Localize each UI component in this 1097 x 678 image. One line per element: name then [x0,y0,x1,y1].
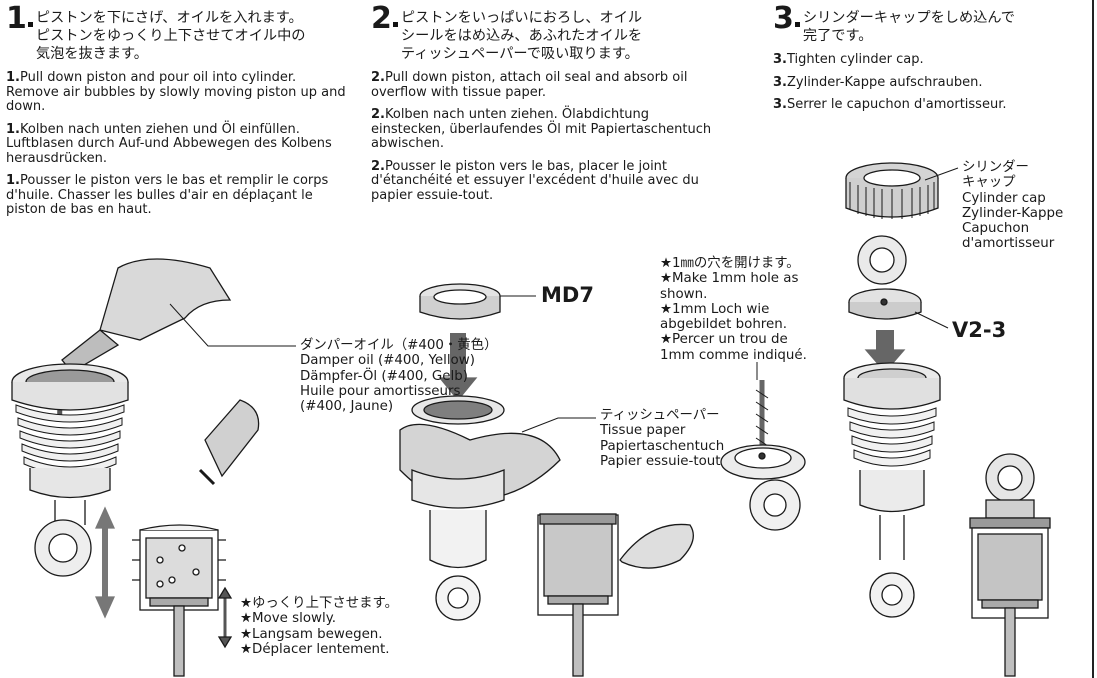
step-1-german: 1.Kolben nach unten ziehen und Öl einfül… [6,121,351,167]
step-1-jp-line-2: ピストンをゆっくり上下させてオイル中の [35,28,306,44]
step-1-jp-line-1: ピストンを下にさげ、オイルを入れます。 [35,10,303,26]
step-3-fr-text: Serrer le capuchon d'amortisseur. [786,97,1007,112]
step-1-en-text: Pull down piston and pour oil into cylin… [6,70,346,114]
part-md7-label: MD7 [541,283,594,307]
step-3-prefix: 3. [773,74,787,90]
tissue-label-de: Papiertaschentuch [600,438,725,454]
cylinder-cap-label: シリンダー キャップ Cylinder cap Zylinder-Kappe C… [962,160,1063,252]
step-2-french: 2.Pousser le piston vers le bas, placer … [371,158,717,204]
v2-3-eyelet-illustration [848,235,949,373]
hole-label-en-1: ★Make 1mm hole as [660,271,799,287]
drill-hole-label: ★1㎜の穴を開けます。 ★Make 1mm hole as shown. ★1m… [660,256,807,363]
step-3-de-text: Zylinder-Kappe aufschrauben. [786,74,983,90]
hole-label-fr-1: ★Percer un trou de [660,332,788,348]
oil-label-en: Damper oil (#400, Yellow) [300,353,475,369]
step-bullet-square [794,22,800,27]
cutaway-shock-illustration-1 [132,399,260,677]
move-label-en: ★Move slowly. [240,611,337,627]
step-2: 2 ピストンをいっぱいにおろし、オイル シールをはめ込み、あふれたオイルを ティ… [371,1,717,204]
step-1-fr-text: Pousser le piston vers le bas et remplir… [6,173,329,217]
step-3-prefix: 3. [773,97,787,112]
step-3-french: 3.Serrer le capuchon d'amortisseur. [773,97,1091,113]
move-slowly-label: ★ゆっくり上下させます。 ★Move slowly. ★Langsam bewe… [240,596,398,657]
move-label-fr: ★Déplacer lentement. [240,641,390,657]
oil-seal-md7-illustration [419,283,536,402]
step-3-jp-line-1: シリンダーキャップをしめ込んで [802,10,1015,26]
hole-label-jp: ★1㎜の穴を開けます。 [660,256,800,271]
part-v2-3-label: V2-3 [952,318,1007,342]
hole-label-fr-2: 1mm comme indiqué. [660,347,807,363]
step-1-japanese: ピストンを下にさげ、オイルを入れます。 ピストンをゆっくり上下させてオイル中の … [36,6,306,63]
tissue-paper-label: ティッシュペーパー Tissue paper Papiertaschentuch… [600,408,724,469]
hole-label-en-2: shown. [660,286,708,302]
step-3-japanese: シリンダーキャップをしめ込んで 完了です。 [803,6,1015,45]
step-2-german: 2.Kolben nach unten ziehen. Ölabdichtung… [371,107,717,152]
step-2-prefix: 2. [371,70,385,85]
step-3-en-text: Tighten cylinder cap. [786,52,924,67]
step-1-number: 1 [6,1,27,36]
step-bullet-square [27,22,33,27]
step-2-number: 2 [371,1,392,36]
page-border [1092,0,1094,678]
oil-label-fr-2: (#400, Jaune) [300,399,394,415]
move-label-jp: ★ゆっくり上下させます。 [240,596,398,611]
cap-label-fr-2: d'amortisseur [962,236,1055,252]
oil-label-fr: Huile pour amortisseurs [300,383,461,399]
step-bullet-square [392,22,398,27]
step-2-japanese: ピストンをいっぱいにおろし、オイル シールをはめ込み、あふれたオイルを ティッシ… [401,6,642,63]
step-3-prefix: 3. [773,52,787,67]
step-3: 3 シリンダーキャップをしめ込んで 完了です。 3.Tighten cylind… [773,1,1091,113]
drill-illustration [720,362,806,531]
step-3-header: 3 シリンダーキャップをしめ込んで 完了です。 [773,1,1091,45]
step-1-english: 1.Pull down piston and pour oil into cyl… [6,70,351,115]
shock-body-illustration-2 [399,395,596,621]
cap-label-en: Cylinder cap [962,190,1046,206]
step-2-de-text: Kolben nach unten ziehen. Ölabdichtung e… [371,107,712,151]
tissue-label-fr: Papier essuie-tout [600,453,721,469]
move-label-de: ★Langsam bewegen. [240,626,383,642]
step-2-en-text: Pull down piston, attach oil seal and ab… [371,70,688,100]
tissue-label-en: Tissue paper [600,423,686,439]
step-3-german: 3.Zylinder-Kappe aufschrauben. [773,74,1091,91]
step-1-french: 1.Pousser le piston vers le bas et rempl… [6,173,351,218]
step-1-header: 1 ピストンを下にさげ、オイルを入れます。 ピストンをゆっくり上下させてオイル中… [6,1,351,63]
step-2-prefix: 2. [371,107,385,122]
step-1-prefix: 1. [6,121,20,137]
step-1-prefix: 1. [6,173,20,188]
step-1: 1 ピストンを下にさげ、オイルを入れます。 ピストンをゆっくり上下させてオイル中… [6,1,351,218]
cap-label-de: Zylinder-Kappe [962,205,1064,221]
hole-label-de-2: abgebildet bohren. [660,317,788,333]
oil-label-jp: ダンパーオイル（#400・黄色） [300,338,498,353]
shock-body-illustration-1 [11,258,232,619]
step-2-jp-line-2: シールをはめ込み、あふれたオイルを [400,28,643,44]
damper-oil-label: ダンパーオイル（#400・黄色） Damper oil (#400, Yello… [300,338,497,414]
step-2-header: 2 ピストンをいっぱいにおろし、オイル シールをはめ込み、あふれたオイルを ティ… [371,1,717,63]
step-1-prefix: 1. [6,70,20,85]
step-2-prefix: 2. [371,158,385,174]
cutaway-shock-illustration-3 [969,453,1051,677]
cap-label-jp-2: キャップ [962,175,1016,191]
step-2-english: 2.Pull down piston, attach oil seal and … [371,70,717,100]
step-2-fr-text: Pousser le piston vers le bas, placer le… [371,158,699,203]
cylinder-cap-illustration [845,162,959,219]
step-1-de-text: Kolben nach unten ziehen und Öl einfülle… [6,121,332,166]
oil-label-de: Dämpfer-Öl (#400, Gelb) [300,368,468,384]
cap-label-jp-1: シリンダー [962,160,1029,175]
step-2-jp-line-1: ピストンをいっぱいにおろし、オイル [400,10,643,26]
tissue-label-jp: ティッシュペーパー [600,408,720,423]
shock-body-illustration-3 [843,362,941,618]
step-3-number: 3 [773,1,794,36]
step-3-english: 3.Tighten cylinder cap. [773,52,1091,68]
cap-label-fr-1: Capuchon [962,221,1030,237]
cutaway-shock-illustration-2 [537,513,694,677]
step-1-jp-line-3: 気泡を抜きます。 [35,46,148,62]
step-2-jp-line-3: ティッシュペーパーで吸い取ります。 [400,46,639,62]
hole-label-de-1: ★1mm Loch wie [660,301,770,317]
step-3-jp-line-2: 完了です。 [802,28,873,44]
